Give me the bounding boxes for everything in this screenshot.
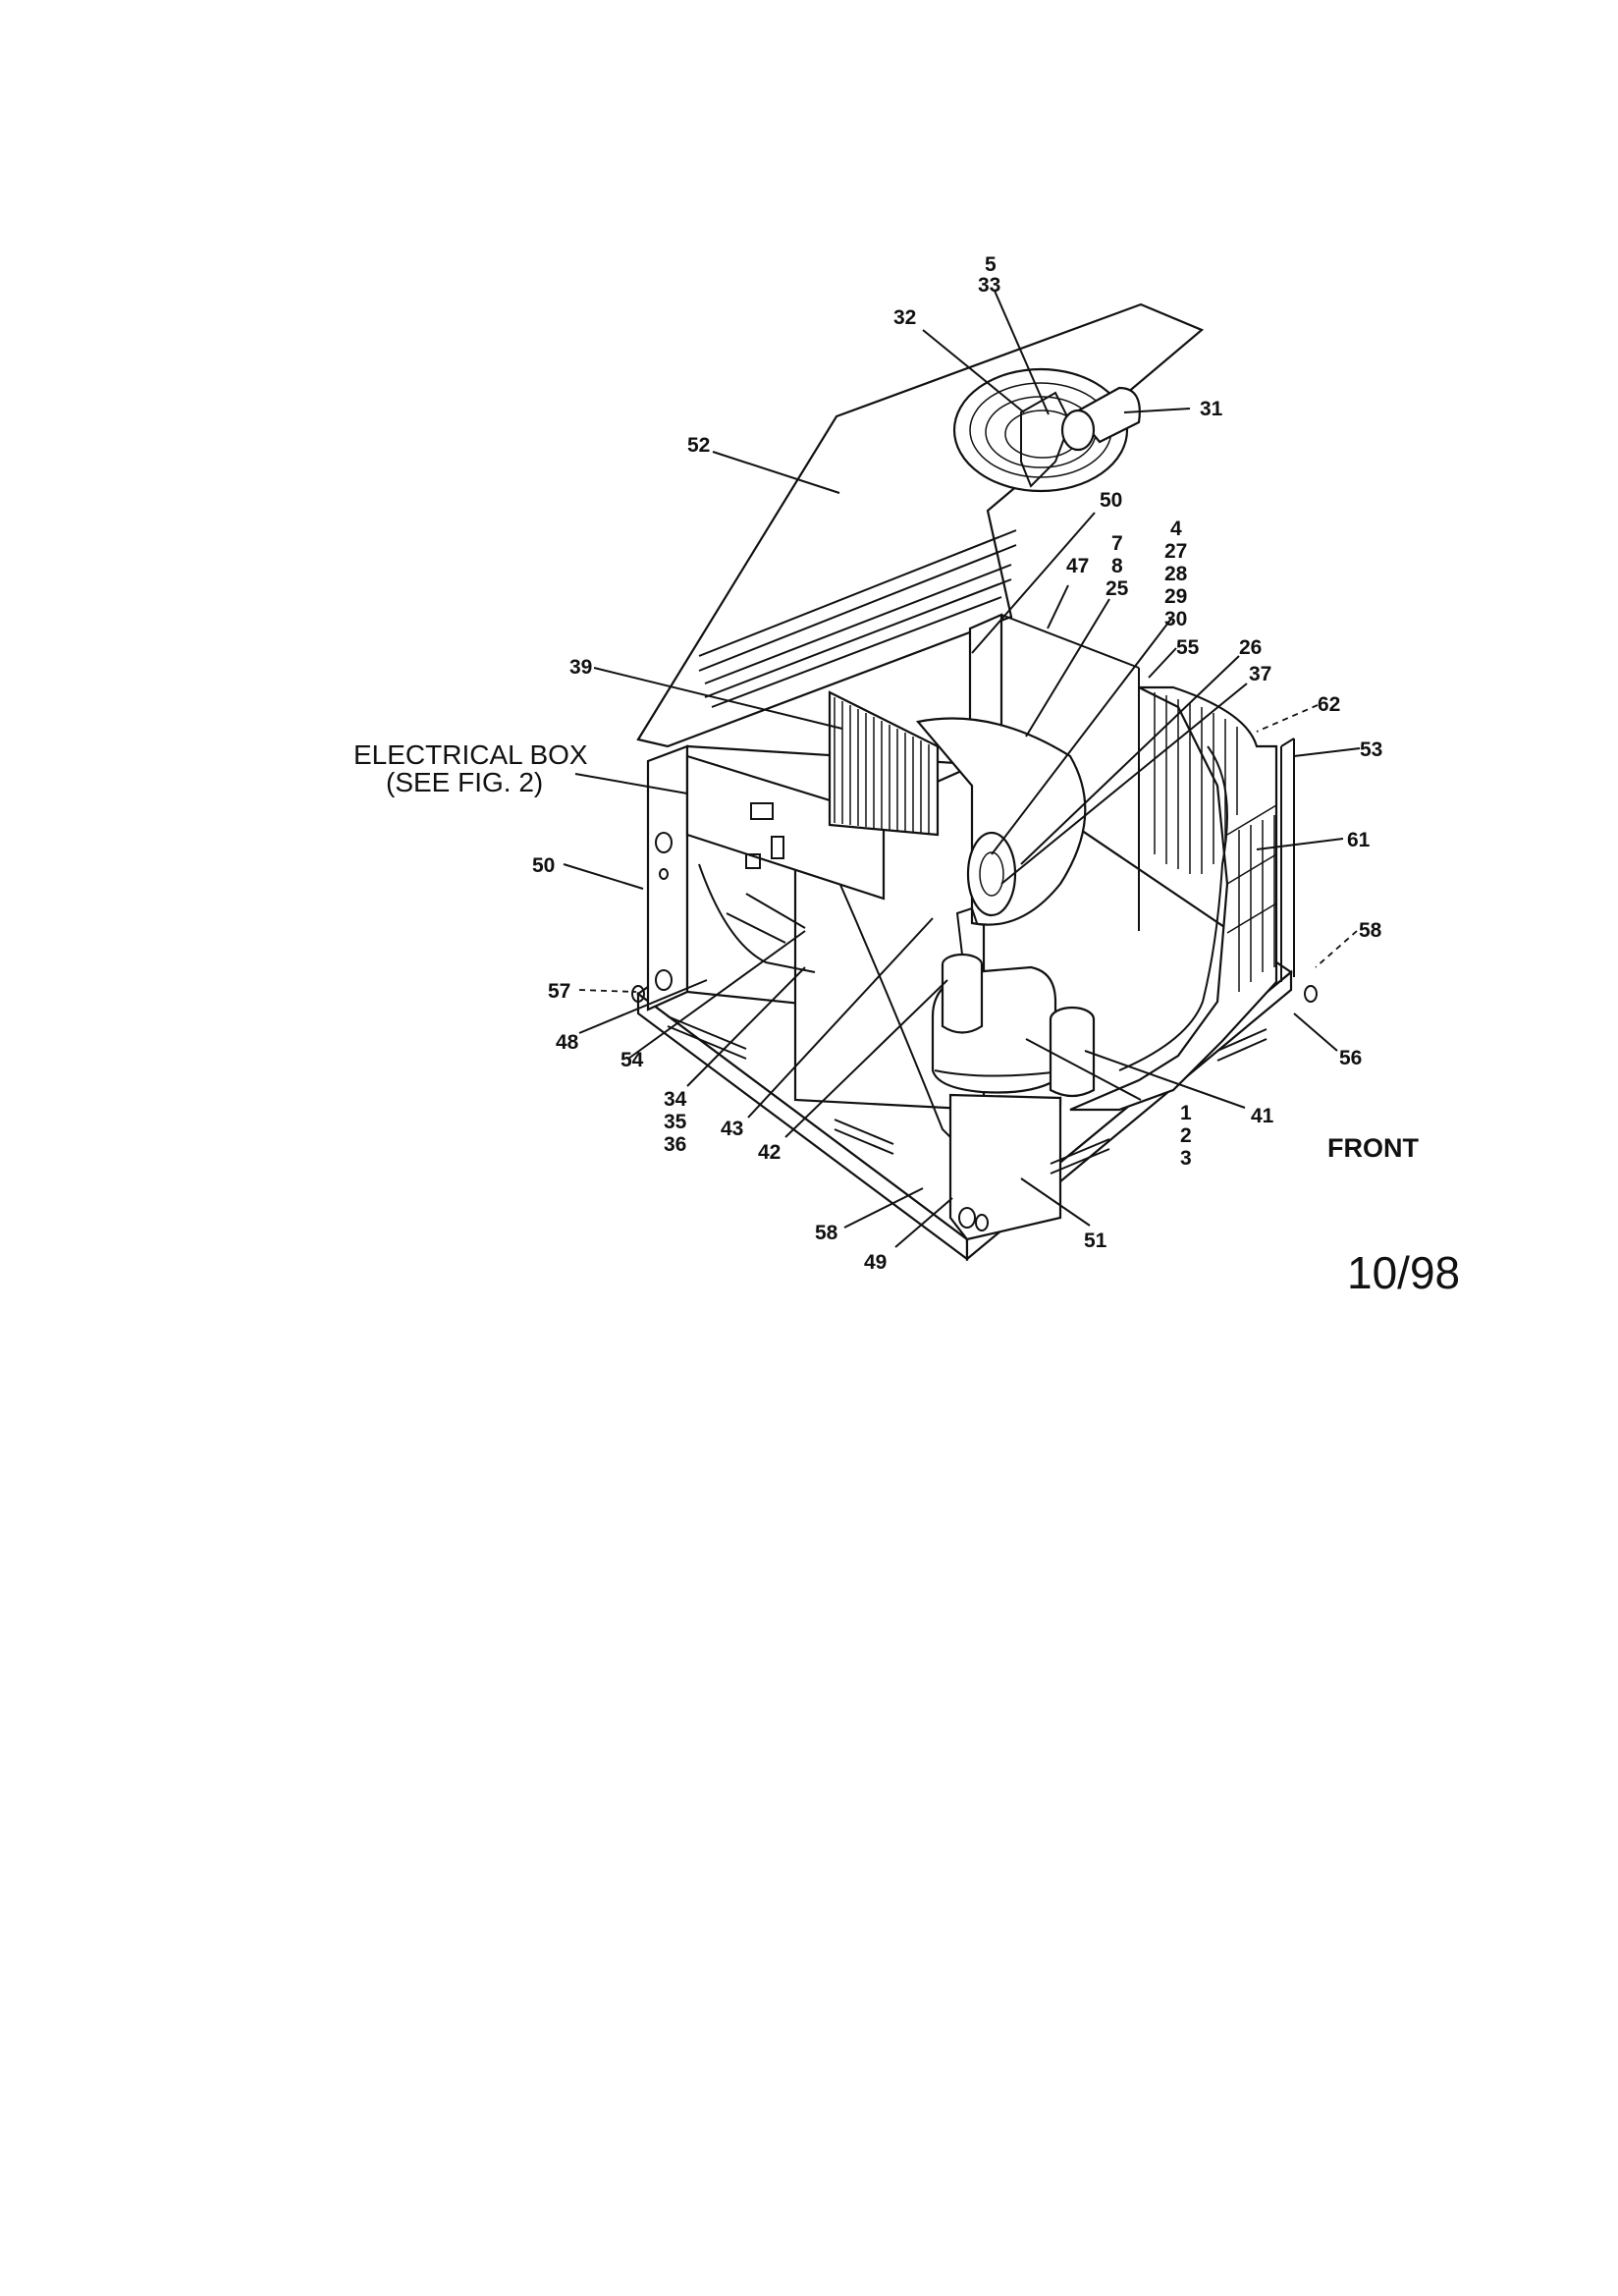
callout-26: 26 xyxy=(1239,636,1262,659)
callouts: 5 33 32 31 52 50 7 8 25 4 27 28 29 30 47… xyxy=(532,253,1382,1274)
callout-27: 27 xyxy=(1164,540,1187,563)
compressor xyxy=(931,906,1096,1098)
callout-50-left: 50 xyxy=(532,854,555,877)
callout-55: 55 xyxy=(1176,636,1200,659)
callout-43: 43 xyxy=(721,1118,743,1140)
callout-33: 33 xyxy=(978,274,1000,297)
electrical-box-label: ELECTRICAL BOX xyxy=(353,739,588,770)
callout-47: 47 xyxy=(1066,555,1089,577)
condenser-coil xyxy=(1069,685,1295,1112)
callout-1: 1 xyxy=(1180,1102,1192,1124)
callout-35: 35 xyxy=(664,1111,687,1133)
callout-8: 8 xyxy=(1111,555,1123,577)
callout-56: 56 xyxy=(1339,1047,1362,1069)
callout-50-top: 50 xyxy=(1100,489,1122,512)
fan-assembly xyxy=(952,367,1141,493)
callout-2: 2 xyxy=(1180,1124,1192,1147)
callout-48: 48 xyxy=(556,1031,579,1054)
callout-58-bottom: 58 xyxy=(815,1222,838,1244)
callout-39: 39 xyxy=(569,656,592,679)
callout-42: 42 xyxy=(758,1141,781,1164)
electrical-box-see-fig-label: (SEE FIG. 2) xyxy=(386,767,543,797)
blower-housing xyxy=(915,717,1087,926)
callout-53: 53 xyxy=(1360,738,1382,761)
callout-61: 61 xyxy=(1347,829,1371,851)
callout-30: 30 xyxy=(1164,608,1187,630)
callout-52: 52 xyxy=(687,434,710,457)
callout-49: 49 xyxy=(864,1251,887,1274)
callout-4: 4 xyxy=(1170,518,1182,540)
callout-62: 62 xyxy=(1318,693,1340,716)
callout-32: 32 xyxy=(893,306,916,329)
callout-57: 57 xyxy=(548,980,570,1003)
leader-lines xyxy=(563,290,1361,1248)
callout-29: 29 xyxy=(1164,585,1187,608)
top-panel xyxy=(636,302,1205,748)
callout-31: 31 xyxy=(1200,398,1223,420)
callout-5: 5 xyxy=(985,253,997,276)
callout-51: 51 xyxy=(1084,1230,1107,1252)
callout-7: 7 xyxy=(1111,532,1123,555)
callout-37: 37 xyxy=(1249,663,1271,685)
callout-25: 25 xyxy=(1106,577,1129,600)
callout-3: 3 xyxy=(1180,1147,1192,1170)
callout-58-right: 58 xyxy=(1359,919,1382,942)
evaporator-coil xyxy=(828,690,940,837)
callout-41: 41 xyxy=(1251,1105,1274,1127)
callout-34: 34 xyxy=(664,1088,687,1111)
date-code: 10/98 xyxy=(1347,1247,1460,1298)
callout-54: 54 xyxy=(620,1049,644,1071)
callout-28: 28 xyxy=(1164,563,1188,585)
callout-36: 36 xyxy=(664,1133,686,1156)
front-label: FRONT xyxy=(1327,1133,1419,1163)
